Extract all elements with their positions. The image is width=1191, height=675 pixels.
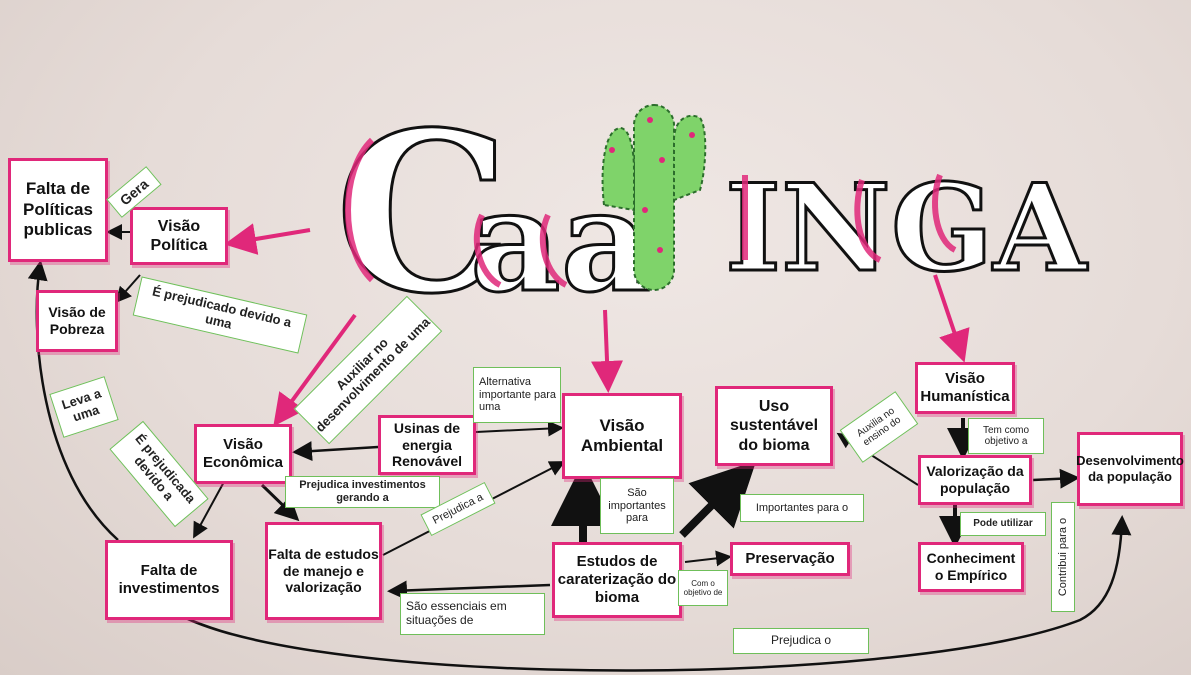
- arrow-estudos-preservacao: [684, 550, 732, 567]
- arrow-economica-investimentos: [193, 479, 226, 539]
- node-visao-ambiental: Visão Ambiental: [562, 393, 682, 479]
- label-contribui: Contribui para o: [1051, 502, 1075, 612]
- arrow-politica-pobreza: [115, 274, 141, 304]
- node-visao-politica: Visão Política: [130, 207, 228, 265]
- node-valorizacao: Valorização da população: [918, 455, 1032, 505]
- arrow-economica-estudos: [260, 483, 300, 522]
- label-com-objetivo: Com o objetivo de: [678, 570, 728, 606]
- arrow-usinas-ambiental: [475, 420, 564, 437]
- node-falta-politicas: Falta de Políticas publicas: [8, 158, 108, 262]
- node-preservacao: Preservação: [730, 542, 850, 576]
- node-usinas: Usinas de energia Renovável: [378, 415, 476, 475]
- node-estudos-caracterizacao: Estudos de caraterização do bioma: [552, 542, 682, 618]
- title-letter-c: C: [335, 83, 510, 342]
- node-falta-investimentos: Falta de investimentos: [105, 540, 233, 620]
- node-visao-economica: Visão Econômica: [194, 424, 292, 484]
- label-tem-como: Tem como objetivo a: [968, 418, 1044, 454]
- title-letters-inga: INGA: [725, 158, 1088, 299]
- node-visao-humanistica: Visão Humanística: [915, 362, 1015, 414]
- label-importantes-para-o: Importantes para o: [740, 494, 864, 522]
- node-visao-pobreza: Visão de Pobreza: [36, 290, 118, 352]
- arrow-valorizacao-desenvolvimento: [1032, 468, 1080, 489]
- label-pode-utilizar: Pode utilizar: [960, 512, 1046, 536]
- cactus-illustration: [601, 104, 707, 291]
- label-prejudica-investimentos: Prejudica investimentos gerando a: [285, 476, 440, 508]
- node-uso-sustentavel: Uso sustentável do bioma: [715, 386, 833, 466]
- label-alternativa: Alternativa importante para uma: [473, 367, 561, 423]
- arrow-investimentos-desenvolvimento: [159, 515, 1132, 672]
- arrow-title-economica: [273, 313, 357, 427]
- arrow-title-humanistica: [933, 274, 970, 363]
- node-desenvolvimento: Desenvolvimento da população: [1076, 432, 1184, 506]
- arrow-estudos-uso: [679, 460, 757, 538]
- arrow-usinas-economica: [292, 441, 379, 462]
- node-falta-estudos: Falta de estudos de manejo e valorização: [265, 522, 382, 620]
- label-sao-importantes: São importantes para: [600, 478, 674, 534]
- arrow-estudos-faltaestudos: [387, 580, 551, 601]
- label-prejudica-o: Prejudica o: [733, 628, 869, 654]
- node-conhecimento: Conheciment o Empírico: [918, 542, 1024, 592]
- arrow-title-ambiental: [591, 309, 624, 393]
- arrow-title-politica: [224, 223, 311, 255]
- label-essenciais: São essenciais em situações de: [400, 593, 545, 635]
